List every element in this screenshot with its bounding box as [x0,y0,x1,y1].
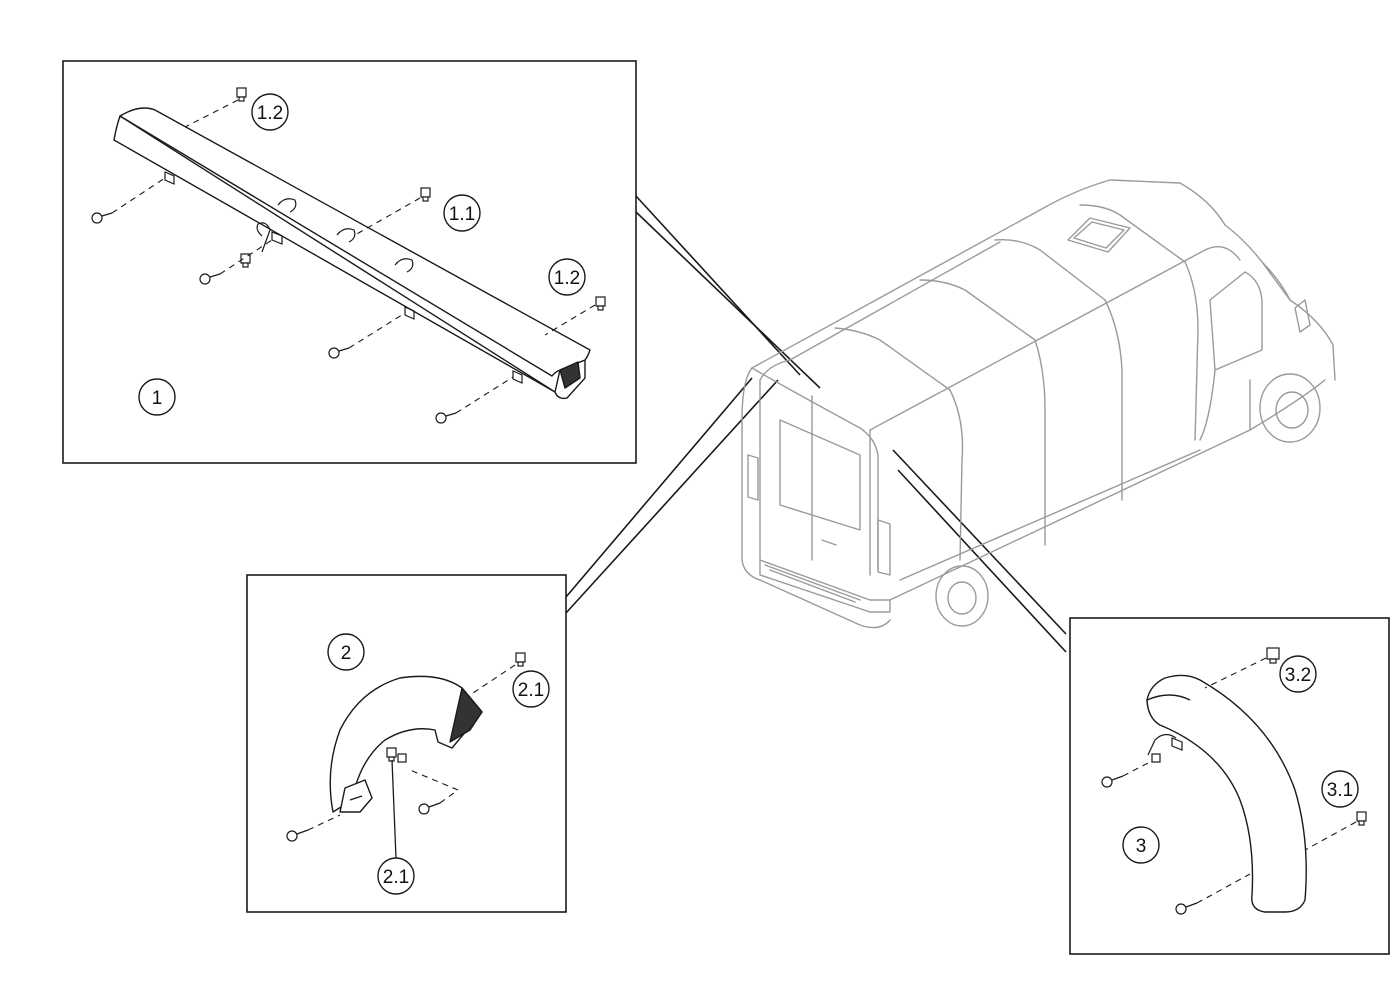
svg-text:1.2: 1.2 [554,268,580,289]
svg-text:2.1: 2.1 [518,680,544,701]
van-illustration [741,179,1336,629]
corner-trim-right [1146,674,1307,913]
screw-icon [1101,775,1124,788]
svg-text:2.1: 2.1 [383,867,409,888]
callout-3-1: 3.1 [1321,770,1359,808]
svg-text:3: 3 [1136,836,1147,857]
svg-text:1.1: 1.1 [449,204,475,225]
panel-2-frame [246,574,567,913]
push-clip-icon [236,87,247,102]
screw-icons-panel-1 [91,87,606,424]
assembly-lines-panel-2 [307,664,516,831]
svg-text:1.2: 1.2 [257,103,283,124]
detail-panel-1: 1.2 1.1 1.2 1 [62,60,637,464]
screw-icon [418,802,441,815]
assembly-lines-panel-1 [111,99,596,414]
callout-panel-3-label: 3 [1122,826,1160,864]
screw-icon [286,829,309,842]
callout-3-2: 3.2 [1279,655,1317,693]
push-clip-icon [515,652,526,667]
callout-1-2-right: 1.2 [548,258,586,296]
screw-icon [199,273,221,285]
screw-icon [91,212,113,224]
svg-text:3.1: 3.1 [1327,780,1353,801]
strip-clips-panel-3 [1147,733,1183,756]
svg-text:3.2: 3.2 [1285,665,1311,686]
callout-panel-1-label: 1 [138,378,176,416]
detail-panel-2: 2 2.1 2.1 [246,574,567,913]
callout-panel-2-label: 2 [327,633,365,671]
detail-panel-3: 3.2 3.1 3 [1069,617,1390,955]
screw-icons-panel-2 [286,652,526,842]
svg-text:1: 1 [152,388,163,409]
assembly-lines-panel-3 [1122,657,1357,904]
push-clip-icon [397,753,407,763]
callout-2-1-top: 2.1 [512,670,550,708]
strip-clips [164,171,523,384]
callout-1-1: 1.1 [443,194,481,232]
callout-2-1-leader [391,759,397,859]
callout-1-2-top: 1.2 [251,93,289,131]
screw-icons-panel-3 [1101,647,1367,915]
push-clip-icon [595,296,606,311]
corner-trim-left [329,675,483,813]
callout-2-1-bottom: 2.1 [377,857,415,895]
screw-icon [435,412,457,424]
push-clip-icon [1356,811,1367,826]
push-clip-icon [240,253,251,268]
roof-trim-strip [113,107,591,400]
push-clip-icon [420,187,431,202]
push-clip-icon [1266,647,1280,664]
push-clip-icon [1151,753,1161,763]
svg-text:2: 2 [341,643,352,664]
screw-icon [1175,902,1198,915]
screw-icon [328,347,350,359]
